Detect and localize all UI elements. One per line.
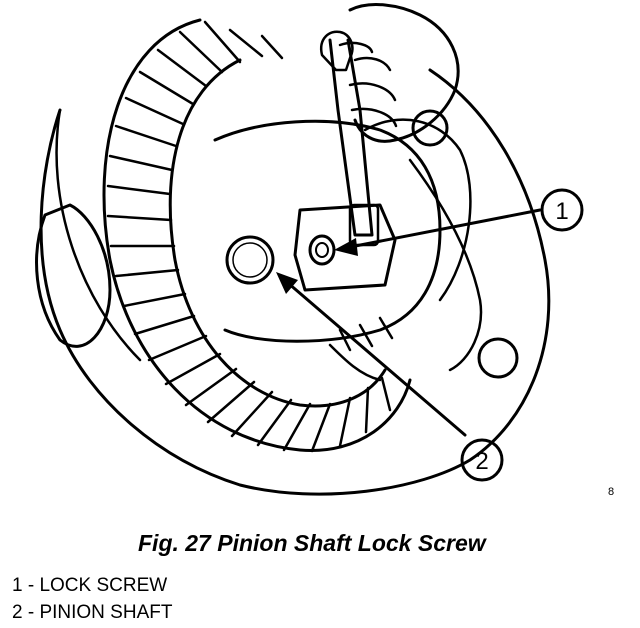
carrier-bolt-top (411, 109, 449, 147)
figure-caption: Fig. 27 Pinion Shaft Lock Screw (138, 530, 486, 556)
differential-case (213, 119, 442, 343)
callout-2-number: 2 (475, 448, 488, 475)
lock-screw-head (308, 234, 336, 266)
arrowhead-2 (276, 272, 298, 294)
leader-line-2 (286, 281, 467, 437)
legend-item-pinion-shaft: 2 - PINION SHAFT (12, 602, 173, 623)
ring-gear-inner (168, 58, 387, 408)
case-flange (363, 118, 472, 302)
ring-gear-teeth (106, 20, 392, 453)
carrier-bolt-bottom (477, 337, 519, 379)
differential-illustration: 1 2 (35, 3, 584, 496)
housing-outline (39, 68, 551, 496)
figure-code: 8 (608, 486, 615, 498)
callout-1-number: 1 (555, 198, 568, 225)
legend: 1 - LOCK SCREW 2 - PINION SHAFT (12, 572, 172, 626)
hand-fingers (338, 41, 398, 128)
lock-screw-boss (293, 203, 397, 292)
callout-1-circle (540, 188, 584, 232)
legend-item-lock-screw: 1 - LOCK SCREW (12, 575, 168, 596)
leader-line-1 (343, 208, 542, 250)
housing-left-hub (35, 203, 112, 348)
housing-inner-edge (55, 108, 142, 362)
bearing-cap (408, 158, 483, 372)
wrench (328, 38, 374, 237)
case-lower-detail (328, 316, 394, 382)
pinion-shaft-end-inner (232, 242, 268, 278)
lock-screw-socket (315, 242, 329, 258)
callout-2-circle (460, 438, 504, 482)
hand (348, 3, 460, 143)
arrowhead-1 (334, 238, 358, 256)
wrench-open-end (319, 30, 354, 72)
pinion-shaft-end (225, 235, 275, 285)
